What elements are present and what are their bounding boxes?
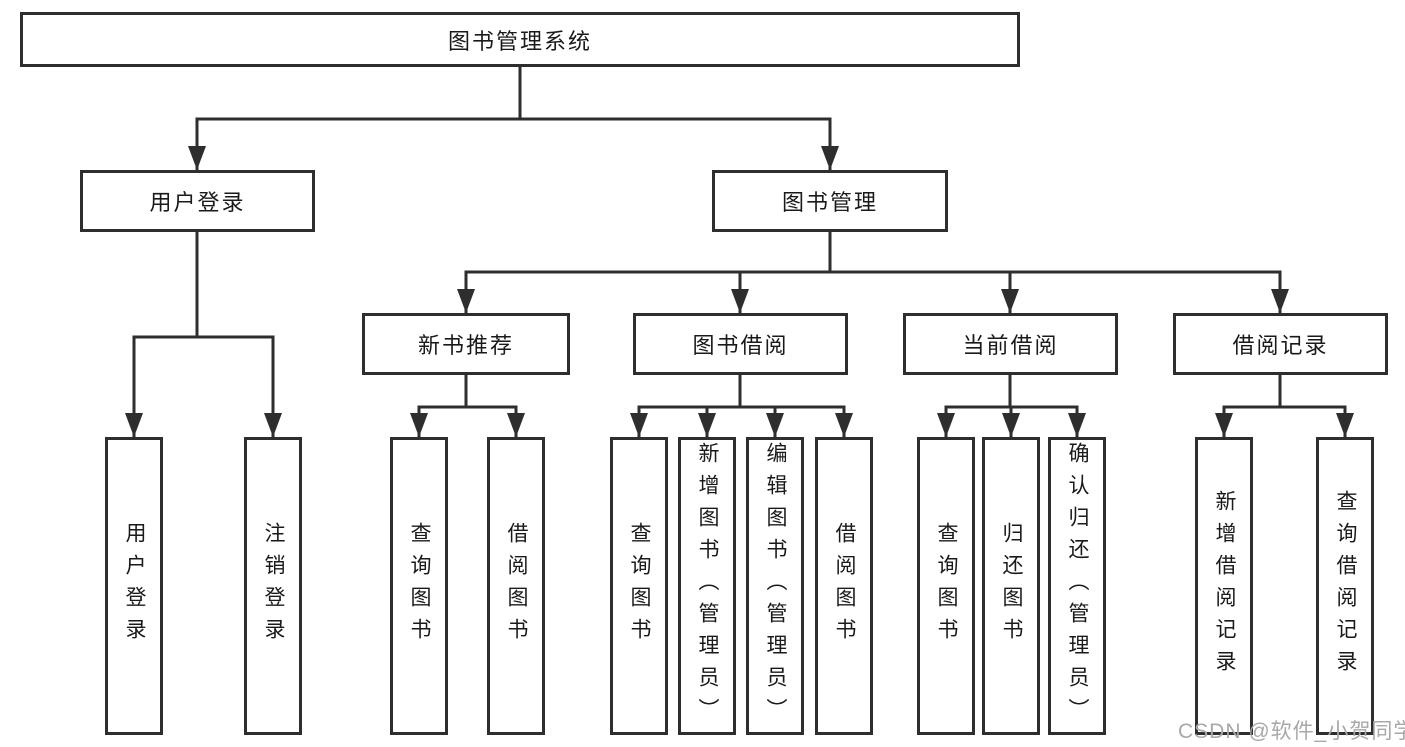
connector-user-login-children bbox=[125, 230, 282, 439]
connector-borrow-records-children bbox=[1215, 373, 1354, 439]
node-new-book-recommendation: 新书推荐 bbox=[362, 313, 570, 375]
leaf-query-books-borrow: 查询图书 bbox=[610, 437, 668, 735]
connector-book-mgmt-children bbox=[457, 230, 1289, 315]
leaf-borrow-books-rec: 借阅图书 bbox=[487, 437, 545, 735]
leaf-user-login: 用户登录 bbox=[105, 437, 163, 735]
connector-book-borrow-children bbox=[630, 373, 853, 439]
node-book-management: 图书管理 bbox=[712, 170, 948, 232]
leaf-return-books: 归还图书 bbox=[982, 437, 1040, 735]
leaf-query-borrow-record: 查询借阅记录 bbox=[1316, 437, 1374, 735]
leaf-edit-books-admin: 编辑图书（管理员） bbox=[746, 437, 804, 735]
leaf-query-books-current: 查询图书 bbox=[917, 437, 975, 735]
leaf-borrow-books-borrow: 借阅图书 bbox=[815, 437, 873, 735]
node-current-borrowing: 当前借阅 bbox=[903, 313, 1118, 375]
leaf-query-books-rec: 查询图书 bbox=[390, 437, 448, 735]
connector-current-borrow-children bbox=[937, 373, 1086, 439]
leaf-confirm-return-admin: 确认归还（管理员） bbox=[1048, 437, 1106, 735]
connector-new-book-rec-children bbox=[410, 373, 525, 439]
connector-root-to-level1 bbox=[188, 65, 839, 172]
node-user-login: 用户登录 bbox=[80, 170, 315, 232]
node-book-borrowing: 图书借阅 bbox=[633, 313, 848, 375]
leaf-add-books-admin: 新增图书（管理员） bbox=[678, 437, 736, 735]
leaf-logout: 注销登录 bbox=[244, 437, 302, 735]
csdn-watermark: CSDN @软件_小贺同学 bbox=[1178, 720, 1405, 743]
leaf-add-borrow-record: 新增借阅记录 bbox=[1195, 437, 1253, 735]
node-borrowing-records: 借阅记录 bbox=[1173, 313, 1388, 375]
node-root: 图书管理系统 bbox=[20, 12, 1020, 67]
